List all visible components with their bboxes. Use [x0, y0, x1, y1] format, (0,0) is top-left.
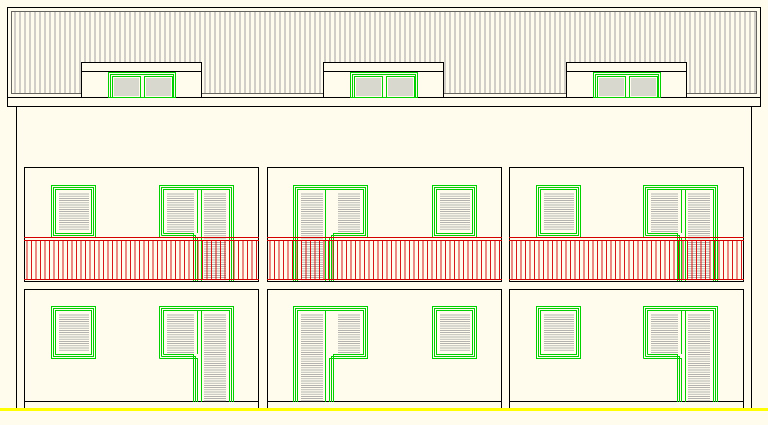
- opening-frame-middle: [53, 187, 94, 236]
- shutter-slats: [59, 314, 89, 351]
- dormer-leaf-slats: [114, 78, 139, 96]
- dormer-leaf-slats: [388, 78, 413, 96]
- shutter-slats: [688, 193, 710, 281]
- dormer-body: [323, 62, 444, 98]
- french-door: [293, 185, 368, 281]
- french-door: [643, 185, 718, 281]
- window: [432, 306, 477, 359]
- openings: [51, 185, 718, 402]
- opening-frame-middle: [538, 187, 579, 236]
- shutter-slats: [688, 314, 710, 402]
- opening-frame-inner: [436, 310, 473, 355]
- opening-frame-middle: [53, 308, 94, 357]
- dormer-window-leaf: [386, 76, 415, 98]
- door-frame: [293, 306, 368, 402]
- wall-bay-outline: [24, 167, 259, 281]
- opening-frame-inner: [55, 189, 92, 234]
- door-frame: [293, 185, 368, 281]
- wall-bay-outline: [509, 289, 744, 410]
- opening-frame-inner: [540, 189, 577, 234]
- door-frame: [161, 308, 232, 402]
- door-frame: [297, 189, 364, 281]
- door-frame: [647, 310, 714, 402]
- shutter-slats: [440, 193, 470, 230]
- door-frame: [645, 308, 716, 402]
- door-frame: [645, 187, 716, 281]
- door-frame: [647, 189, 714, 281]
- shutter-slats: [338, 193, 360, 232]
- opening-frame-outer: [536, 306, 581, 359]
- dormer-leaf-slats: [599, 78, 624, 96]
- french-door: [293, 306, 368, 402]
- shutter-slats: [167, 314, 194, 353]
- window: [536, 306, 581, 359]
- door-frame: [297, 310, 364, 402]
- railing-balusters: [511, 241, 742, 279]
- facade-walls: [16, 107, 752, 410]
- opening-frame-inner: [540, 310, 577, 355]
- wall-bay-outline: [267, 167, 502, 281]
- roof-seams: [14, 12, 756, 93]
- door-frame: [643, 306, 718, 402]
- dormer-leaf-slats: [356, 78, 381, 96]
- eave-fascia: [7, 97, 761, 107]
- balcony-railing: [24, 237, 259, 280]
- dormer: [323, 62, 444, 98]
- wall-bay-outline: [267, 289, 502, 410]
- dormer-window-frame-inner: [352, 74, 416, 98]
- shutter-slats: [440, 314, 470, 351]
- opening-frame-outer: [51, 306, 96, 359]
- shutter-slats: [204, 193, 226, 281]
- balcony-railing: [267, 237, 502, 280]
- shutter-slats: [301, 314, 323, 402]
- wall-bay-outline: [509, 167, 744, 281]
- shutter-slats: [59, 193, 89, 230]
- dormer-body: [81, 62, 202, 98]
- roof: [7, 7, 761, 107]
- shutter-slats: [301, 193, 323, 281]
- door-frame: [295, 308, 366, 402]
- dormer-window-frame-inner: [595, 74, 659, 98]
- dormer: [81, 62, 202, 98]
- opening-frame-middle: [538, 308, 579, 357]
- dormer-window-leaf: [629, 76, 658, 98]
- shutter-slats: [544, 193, 574, 230]
- dormer-window-leaf: [354, 76, 383, 98]
- dormer-leaf-slats: [631, 78, 656, 96]
- opening-frame-inner: [436, 189, 473, 234]
- balcony-railing: [509, 237, 744, 280]
- balcony-railings: [24, 237, 744, 280]
- door-frame: [295, 187, 366, 281]
- shutter-slats: [204, 314, 226, 402]
- wall-bay-outline: [24, 289, 259, 410]
- dormer-body: [566, 62, 687, 98]
- shutter-slats: [651, 314, 678, 353]
- window: [51, 185, 96, 238]
- dormer-window-leaf: [597, 76, 626, 98]
- opening-frame-middle: [434, 187, 475, 236]
- shutter-slats: [544, 314, 574, 351]
- window: [51, 306, 96, 359]
- dormer-window-leaf: [112, 76, 141, 98]
- french-door: [643, 306, 718, 402]
- railing-balusters: [269, 241, 500, 279]
- dormer-window-leaf: [144, 76, 173, 98]
- shutter-slats: [167, 193, 194, 232]
- shutter-slats: [338, 314, 360, 353]
- french-door: [159, 306, 234, 402]
- opening-frame-inner: [55, 310, 92, 355]
- railing-balusters: [26, 241, 257, 279]
- door-frame: [161, 187, 232, 281]
- dormer: [566, 62, 687, 98]
- opening-frame-outer: [432, 306, 477, 359]
- dormer-leaf-slats: [146, 78, 171, 96]
- dormer-window-frame-inner: [110, 74, 174, 98]
- opening-frame-middle: [434, 308, 475, 357]
- door-frame: [159, 306, 234, 402]
- door-frame: [163, 310, 230, 402]
- shutter-slats: [651, 193, 678, 232]
